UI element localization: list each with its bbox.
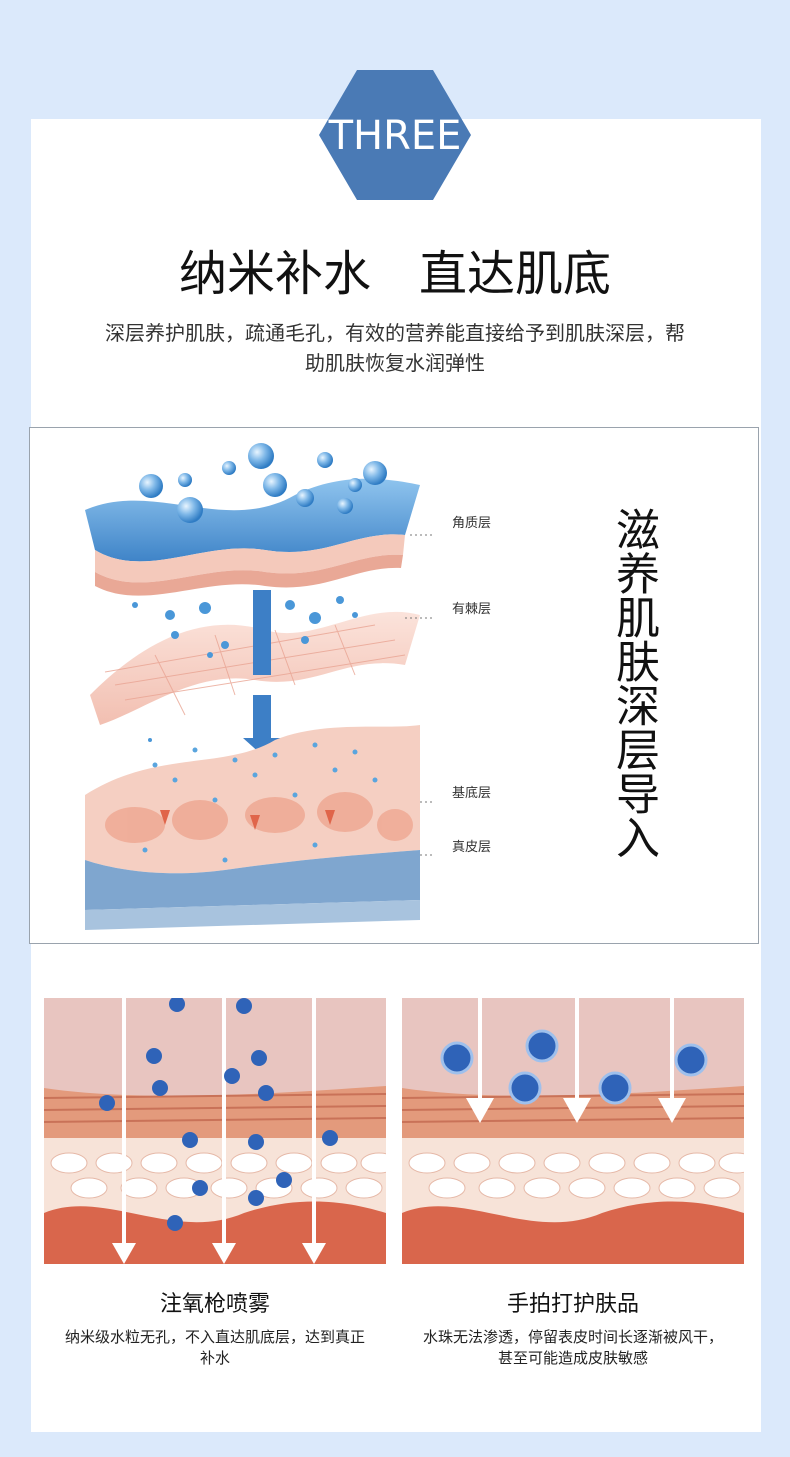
spray-title: 注氧枪喷雾 bbox=[159, 1292, 270, 1317]
spray-description: 纳米级水粒无孔，不入直达肌底层，达到真正补水 bbox=[65, 1328, 366, 1367]
layer-label-dermis: 真皮层 bbox=[452, 840, 492, 855]
spray-illustration bbox=[44, 998, 386, 1264]
hand-pat-title: 手拍打护肤品 bbox=[506, 1292, 639, 1317]
skin-layers-illustration bbox=[85, 443, 435, 930]
page-title: 纳米补水 直达肌底 bbox=[178, 246, 611, 302]
side-caption: 滋养肌肤深层导入 bbox=[608, 507, 659, 859]
page-subtitle: 深层养护肌肤，疏通毛孔，有效的营养能直接给予到肌肤深层，帮助肌肤恢复水润弹性 bbox=[105, 321, 685, 375]
section-number: THREE bbox=[328, 113, 462, 159]
hand-pat-illustration bbox=[402, 998, 744, 1264]
layer-label-basal: 基底层 bbox=[452, 786, 492, 801]
layer-label-spinous: 有棘层 bbox=[452, 602, 492, 617]
hand-pat-description: 水珠无法渗透，停留表皮时间长逐渐被风干，甚至可能造成皮肤敏感 bbox=[423, 1328, 724, 1367]
layer-label-stratum-corneum: 角质层 bbox=[452, 516, 492, 531]
hexagon-badge bbox=[319, 70, 471, 200]
